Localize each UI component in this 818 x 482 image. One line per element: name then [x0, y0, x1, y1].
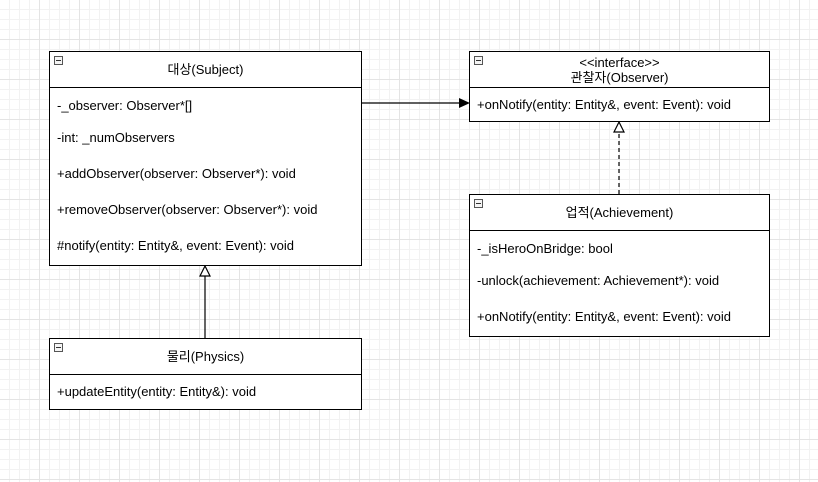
class-achievement-members: -_isHeroOnBridge: bool -unlock(achieveme… [470, 231, 769, 335]
member-row[interactable]: -_isHeroOnBridge: bool [477, 241, 613, 256]
class-achievement-header[interactable]: 업적(Achievement) [470, 195, 769, 231]
class-name: 물리(Physics) [166, 349, 245, 364]
class-observer-members: +onNotify(entity: Entity&, event: Event)… [470, 88, 769, 122]
association-arrowhead [459, 98, 470, 108]
class-name: 업적(Achievement) [565, 205, 674, 220]
class-achievement[interactable]: 업적(Achievement) -_isHeroOnBridge: bool -… [469, 194, 770, 337]
class-subject[interactable]: 대상(Subject) -_observer: Observer*[] -int… [49, 51, 362, 266]
class-subject-header[interactable]: 대상(Subject) [50, 52, 361, 88]
member-row[interactable]: -_observer: Observer*[] [57, 98, 193, 113]
realization-arrowhead [613, 120, 625, 133]
class-physics-members: +updateEntity(entity: Entity&): void [50, 375, 361, 409]
generalization-arrowhead [199, 264, 211, 277]
member-row[interactable]: #notify(entity: Entity&, event: Event): … [57, 238, 295, 253]
collapse-toggle-icon[interactable] [54, 343, 63, 352]
member-row[interactable]: -unlock(achievement: Achievement*): void [477, 273, 720, 288]
collapse-toggle-icon[interactable] [54, 56, 63, 65]
member-row[interactable]: +removeObserver(observer: Observer*): vo… [57, 202, 318, 217]
class-physics-header[interactable]: 물리(Physics) [50, 339, 361, 375]
member-row[interactable]: +updateEntity(entity: Entity&): void [57, 384, 257, 399]
member-row[interactable]: +onNotify(entity: Entity&, event: Event)… [477, 97, 731, 112]
class-observer[interactable]: <<interface>> 관찰자(Observer) +onNotify(en… [469, 51, 770, 122]
member-row[interactable]: -int: _numObservers [57, 130, 175, 145]
collapse-toggle-icon[interactable] [474, 56, 483, 65]
class-name: 대상(Subject) [167, 62, 244, 77]
class-observer-header[interactable]: <<interface>> 관찰자(Observer) [470, 52, 769, 88]
class-subject-members: -_observer: Observer*[] -int: _numObserv… [50, 88, 361, 264]
collapse-toggle-icon[interactable] [474, 199, 483, 208]
class-name: 관찰자(Observer) [570, 69, 669, 85]
class-physics[interactable]: 물리(Physics) +updateEntity(entity: Entity… [49, 338, 362, 410]
member-row[interactable]: +addObserver(observer: Observer*): void [57, 166, 296, 181]
class-stereotype: <<interface>> [579, 54, 660, 70]
member-row[interactable]: +onNotify(entity: Entity&, event: Event)… [477, 309, 731, 324]
